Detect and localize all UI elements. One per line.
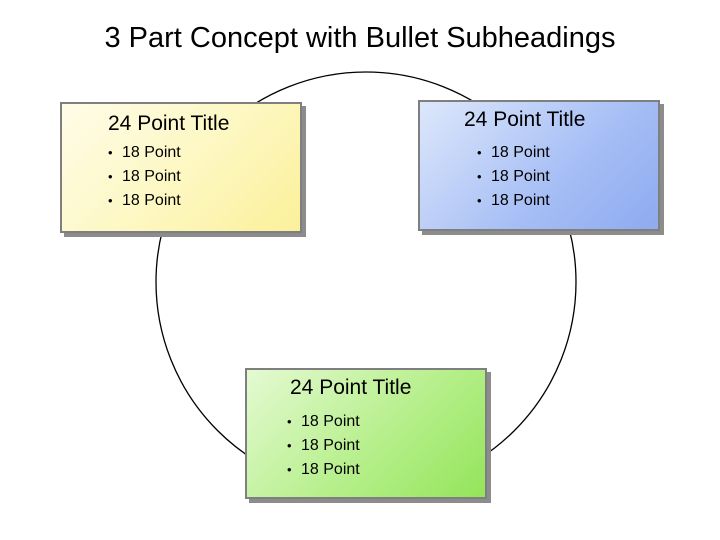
concept-box-title: 24 Point Title	[464, 108, 586, 131]
bullet-item: •18 Point	[477, 165, 550, 189]
bullet-icon: •	[287, 462, 292, 477]
bullet-icon: •	[477, 169, 482, 184]
concept-box-title: 24 Point Title	[290, 376, 412, 399]
bullet-list: •18 Point •18 Point •18 Point	[108, 141, 181, 213]
bullet-item: •18 Point	[108, 165, 181, 189]
bullet-icon: •	[477, 193, 482, 208]
bullet-icon: •	[287, 414, 292, 429]
bullet-icon: •	[108, 193, 113, 208]
concept-box-bottom: 24 Point Title •18 Point •18 Point •18 P…	[245, 368, 487, 499]
bullet-list: •18 Point •18 Point •18 Point	[287, 410, 360, 482]
bullet-item: •18 Point	[108, 189, 181, 213]
bullet-item: •18 Point	[287, 434, 360, 458]
bullet-item: •18 Point	[287, 458, 360, 482]
concept-box-title: 24 Point Title	[108, 112, 230, 135]
bullet-icon: •	[108, 145, 113, 160]
bullet-item: •18 Point	[477, 189, 550, 213]
bullet-item: •18 Point	[108, 141, 181, 165]
concept-box-left: 24 Point Title •18 Point •18 Point •18 P…	[60, 102, 302, 233]
bullet-icon: •	[108, 169, 113, 184]
bullet-icon: •	[477, 145, 482, 160]
bullet-list: •18 Point •18 Point •18 Point	[477, 141, 550, 213]
slide-title: 3 Part Concept with Bullet Subheadings	[104, 22, 616, 54]
bullet-icon: •	[287, 438, 292, 453]
bullet-item: •18 Point	[477, 141, 550, 165]
concept-box-right: 24 Point Title •18 Point •18 Point •18 P…	[418, 100, 660, 231]
bullet-item: •18 Point	[287, 410, 360, 434]
